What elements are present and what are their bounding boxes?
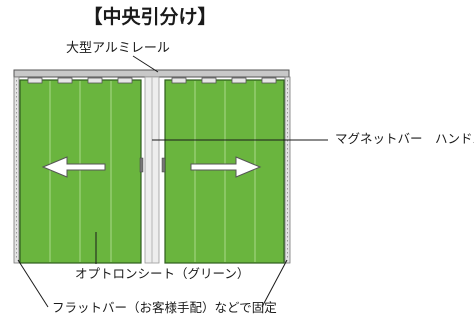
rail-runners [27, 77, 277, 84]
magnet-bar-handle-label: マグネットバー ハンドル [335, 131, 474, 146]
right-frame [284, 76, 291, 264]
left-frame [13, 76, 20, 264]
leader-lines [17, 55, 328, 308]
magnet-bar-handle-right [161, 157, 166, 173]
magnet-bar-handle-left [139, 157, 144, 173]
rail-label: 大型アルミレール [66, 41, 170, 56]
sheet-label: オプトロンシート（グリーン） [75, 266, 250, 281]
sheet-seams [49, 81, 256, 262]
arrow-left-icon [41, 156, 106, 178]
flat-bar-label: フラットバー（お客様手配）などで固定 [52, 300, 277, 315]
arrow-right-icon [190, 156, 262, 178]
diagram-title: 【中央引分け】 [83, 6, 217, 28]
aluminum-rail [13, 69, 290, 78]
